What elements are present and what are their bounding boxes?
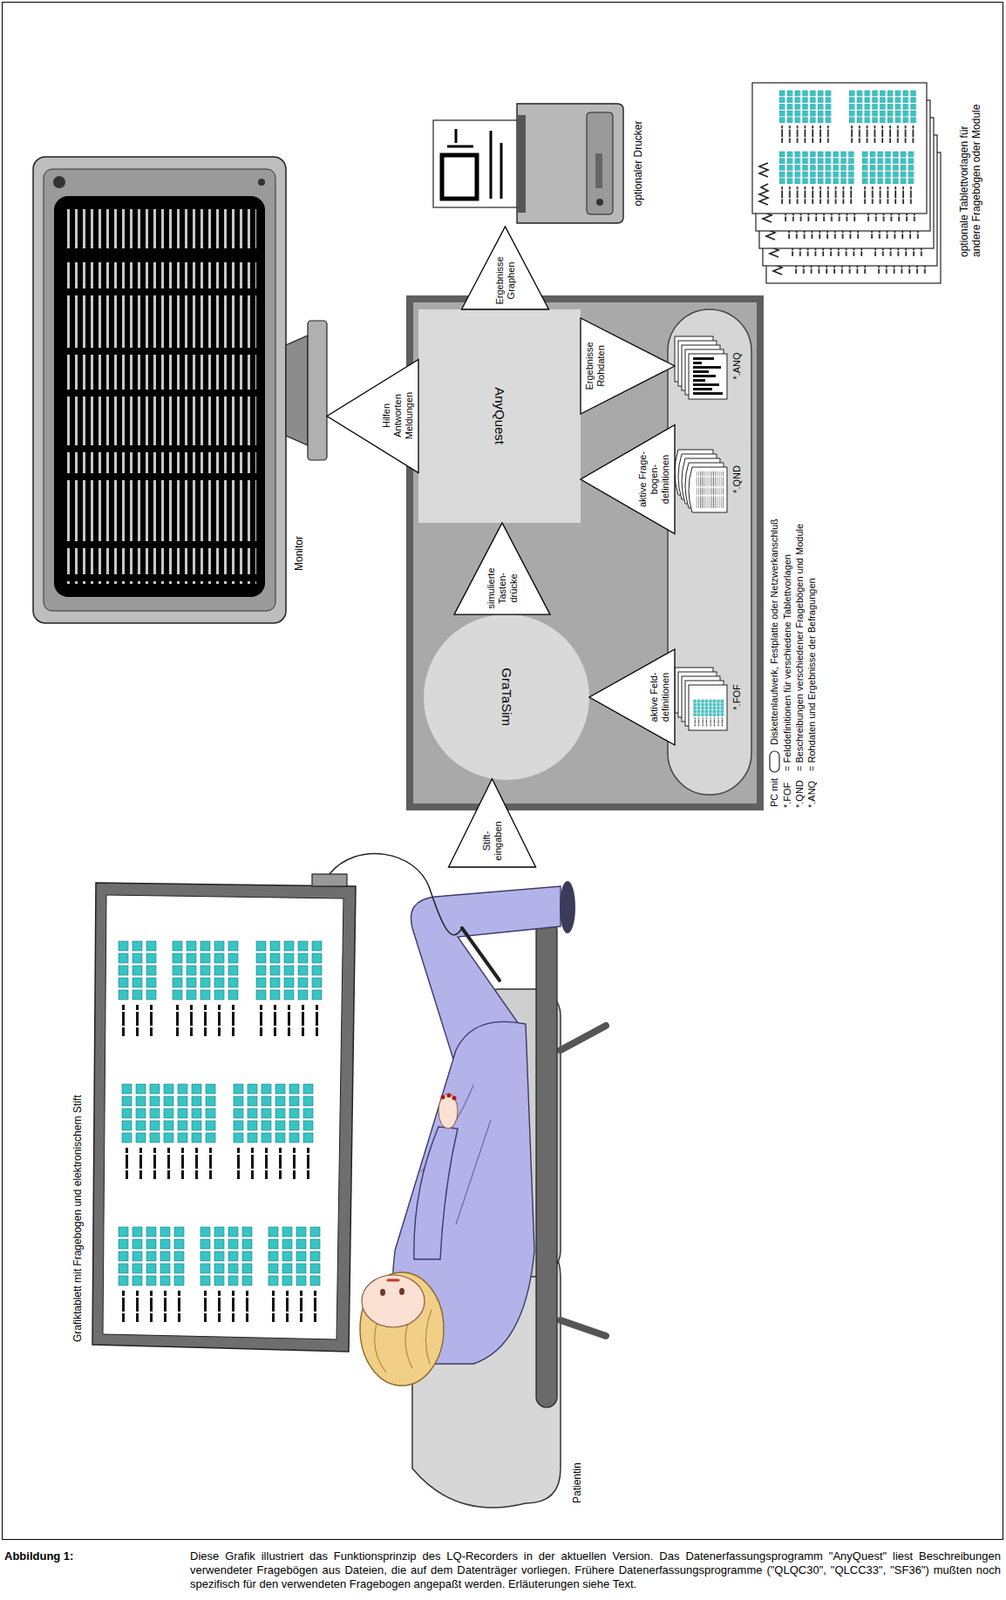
arrow-triangle [326,360,419,474]
arrow-label-holder: aktive Frage- bogen- definitionen [637,448,672,510]
arrow-label: Hilfen Antworten Meldungen [380,389,415,442]
printer-node: optionaler Drucker [429,100,653,227]
arrow-label: aktive Frage- bogen- definitionen [637,448,672,510]
tablet-node: Grafiktablett mit Fragebogen und elektro… [67,867,561,1365]
arrow-label: Ergebnisse Graphen [494,255,517,306]
template-sheet [752,82,927,214]
arrow-triangle [462,226,550,310]
note-label-holder: *.FOF [781,782,794,809]
template-label: optionale Tablettvorlagen für andere Fra… [958,91,983,258]
printer-label: optionaler Drucker [632,100,645,227]
program-box: AnyQuest [418,309,581,524]
template-node: optionale Tablettvorlagen für andere Fra… [752,65,999,293]
note-label-holder: = Felddefinitionen für verschiedene Tabl… [781,554,794,772]
note-label-holder: Patientin [570,1462,584,1504]
figure-caption: Diese Grafik illustriert das Funktionspr… [190,1549,1001,1592]
note-label-holder: *.QND [793,780,806,809]
tablet-drawing [67,867,561,1365]
note-label: = Felddefinitionen für verschiedene Tabl… [781,554,794,772]
program-name: GraTaSim [498,668,515,728]
arrow-label-holder: Ergebnisse Graphen [494,255,517,306]
arrow-label-holder: Hilfen Antworten Meldungen [380,389,415,442]
program-name-holder: AnyQuest [418,309,581,524]
figure-number: Abbildung 1: [4,1549,74,1564]
note-label-holder: *.ANQ [805,781,818,809]
printer-label-holder: optionaler Drucker [632,100,645,227]
monitor-node: Monitor [33,156,327,624]
arrow-triangle [454,523,551,615]
arrow-label-holder: aktive Feld- definitionen [648,669,672,726]
arrow-label-holder: simulierte Tasten- drücke [485,565,520,612]
monitor-label-holder: Monitor [292,536,306,571]
file-stack [674,331,729,402]
legend-swatch [768,750,781,774]
file-stack [674,662,729,733]
arrow-label-holder: Ergebnisse Rohdaten [584,340,607,392]
file-name-holder: *.FOF [730,662,743,733]
arrow-triangle [448,779,537,868]
connector-layer [2,2,1002,1539]
note-label: *.ANQ [805,781,818,809]
arrow-label-holder: Stift- eingaben [481,818,504,864]
arrow-label: Stift- eingaben [481,818,504,864]
note-label-holder: = Beschreibungen verschiedener Frageböge… [793,523,806,772]
rotated-figure: Grafiktablett mit Fragebogen und elektro… [2,2,1002,1539]
printer-drawing [429,100,631,227]
note-label: *.QND [793,780,806,809]
arrow-label: aktive Feld- definitionen [648,669,672,726]
note-label: *.FOF [781,782,794,809]
note-label: = Beschreibungen verschiedener Frageböge… [793,523,806,772]
template-sheets [752,65,953,293]
monitor-drawing [33,156,327,624]
tablet-label-holder: Grafiktablett mit Fragebogen und elektro… [71,1095,84,1343]
arrow-triangle [589,649,675,746]
pc-heading: PC mit [768,778,781,808]
template-label-holder: optionale Tablettvorlagen für andere Fra… [958,91,983,258]
file-node: *.QND [674,444,745,515]
legend-text-holder: Diskettenlaufwerk, Festplatte oder Netzw… [768,518,781,746]
note-label-holder: = Rohdaten und Ergebnisse der Befragunge… [805,577,818,772]
patient-figure [360,881,576,1387]
arrow-triangle [580,318,675,415]
pc-heading-holder: PC mit [768,778,781,808]
arrow-label: simulierte Tasten- drücke [485,565,520,612]
monitor-label: Monitor [292,536,306,571]
program-name-holder: GraTaSim [423,614,590,781]
file-name: *.FOF [730,662,743,733]
file-name-holder: *.ANQ [730,331,743,402]
arrow-label: Ergebnisse Rohdaten [584,340,607,392]
file-name-holder: *.QND [730,444,743,515]
note-label: Patientin [570,1462,584,1504]
file-node: *.FOF [674,662,745,733]
figure-number-holder: Abbildung 1: [4,1549,74,1564]
file-node: *.ANQ [674,331,745,402]
file-stack [674,444,729,515]
file-name: *.ANQ [730,331,743,402]
arrow-triangle [580,425,675,535]
note-label: = Rohdaten und Ergebnisse der Befragunge… [805,577,818,772]
program-circle: GraTaSim [423,614,590,781]
tablet-label: Grafiktablett mit Fragebogen und elektro… [71,1095,84,1343]
program-name: AnyQuest [491,387,508,446]
figure-caption-holder: Diese Grafik illustriert das Funktionspr… [190,1549,1001,1592]
file-name: *.QND [730,444,743,515]
legend-text: Diskettenlaufwerk, Festplatte oder Netzw… [768,518,781,746]
